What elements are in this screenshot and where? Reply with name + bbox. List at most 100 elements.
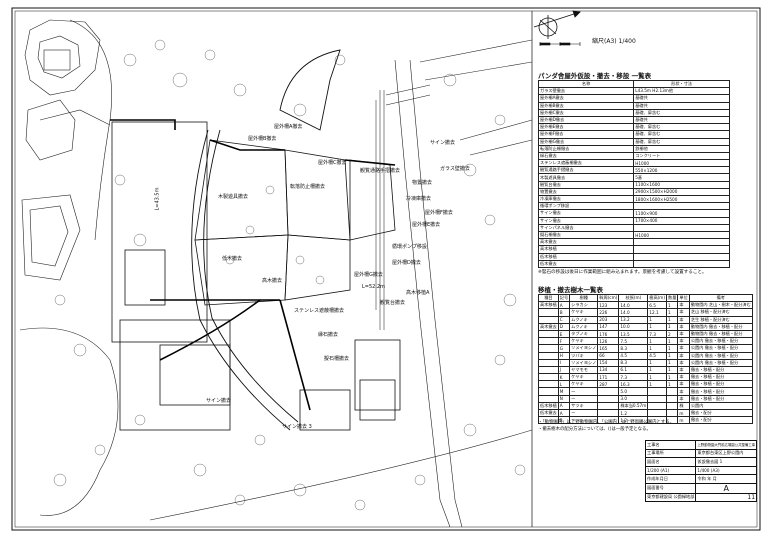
table2-cell: 本: [677, 358, 690, 367]
table2-cell: 134: [597, 365, 620, 375]
table1-cell: 高木移植: [537, 245, 635, 254]
table1-cell: サイン撤去: [537, 209, 635, 218]
table2-cell: 1: [647, 358, 668, 367]
label-fence-f: 屋外柵F撤去: [425, 210, 453, 216]
label-fence-c: 屋外柵C撤去: [318, 160, 347, 166]
table1-cell: 物置撤去: [537, 187, 635, 197]
enclosure-outline: [191, 49, 341, 431]
table2-cell: 8.3: [618, 344, 649, 353]
table1-cell: 低木撤去: [537, 259, 635, 268]
table2-cell: [666, 401, 679, 411]
table2-header-cell: 記号: [557, 293, 571, 303]
title-block: 工事名 上野動物園大門前広場園公共整備工事 工事場所 東京都台東区上野公園内 図…: [644, 440, 758, 502]
table2-cell: 低木移植: [538, 401, 559, 411]
table2-header-cell: 枝張(m): [618, 293, 649, 303]
table1-header-cell: 名称: [537, 79, 635, 89]
table-row: 屋外柵E撤去基礎、扉含む: [537, 123, 730, 132]
table2-cell: 66: [597, 351, 620, 360]
table1-cell: 屋外柵F撤去: [537, 130, 635, 139]
table2-cell: B: [557, 308, 571, 317]
table2-cell: 7.5: [618, 337, 649, 346]
table2-cell: 1: [666, 380, 679, 389]
table2-cell: 1: [666, 337, 679, 346]
table2-cell: タブノキ: [569, 329, 599, 339]
tb-scale-a: 1/200 (A1): [644, 465, 697, 475]
table2-cell: 8.3: [618, 358, 649, 367]
table2-cell: 1: [666, 301, 679, 310]
table2-cell: [538, 365, 559, 375]
table2-cell: [647, 408, 668, 418]
label-tree-b: 高木撤去: [262, 278, 283, 284]
table2-cell: 1: [666, 373, 679, 382]
table1-cell: ステンレス遮蔽柵撤去: [537, 159, 635, 168]
label-fence-a: 屋外柵A撤去: [274, 124, 303, 130]
table1-cell: 550×1200: [633, 166, 730, 175]
label-fence-g: 屋外柵G撤去: [354, 272, 383, 278]
table2-cell: [538, 358, 559, 367]
table1-cell: コンクリート: [633, 151, 730, 161]
table2-cell: F: [557, 337, 571, 346]
table2-cell: 7.3: [647, 329, 668, 339]
table1-cell: 1100×1600: [633, 180, 730, 189]
label-play: 木製遊具撤去: [218, 194, 249, 200]
table2-cell: 1: [666, 365, 679, 375]
table1-cell: [633, 202, 730, 211]
table1-cell: 循環ポンプ移設: [537, 202, 635, 211]
table2-cell: B: [557, 416, 571, 425]
fence-frames: [111, 121, 401, 431]
table2-header-cell: 単位: [677, 293, 690, 303]
table2-cell: 1: [666, 351, 679, 360]
table2-cell: 動物園内 芝山・樹木・配分済む: [688, 301, 753, 310]
table-row: 循環ポンプ移設: [537, 202, 730, 211]
table2-cell: 1: [647, 322, 668, 331]
table2-cell: 本: [677, 394, 690, 403]
table2-cell: N: [557, 394, 571, 403]
tb-sheet-no: 11: [695, 492, 758, 502]
table2-cell: 本: [677, 387, 690, 396]
table2-cell: 撤去・移植・配分: [688, 373, 753, 382]
table2-cell: 16.3: [618, 380, 649, 389]
table1-cell: H1000: [633, 159, 730, 168]
table1-cell: 低木移植: [537, 252, 635, 261]
table2-cell: 1.2: [618, 408, 649, 418]
trees: [53, 39, 526, 511]
table2-cell: 1: [666, 308, 679, 317]
table2-cell: [538, 344, 559, 353]
table2-cell: 撤去・移植・配分: [688, 394, 753, 403]
table2-cell: 動物園内 撤去・移植・配分: [688, 329, 753, 339]
table2-cell: 本: [677, 365, 690, 375]
table2-cell: 165: [597, 344, 620, 353]
table2-cell: H: [557, 351, 571, 360]
label-tree-c: 低木撤去: [222, 256, 243, 262]
table2-cell: 1: [647, 365, 668, 375]
table2-cell: A: [557, 408, 571, 418]
table-row: 屋外柵C撤去基礎、扉含む: [537, 108, 730, 117]
table1-header-cell: 形状・寸法: [633, 79, 730, 89]
table1-cell: [633, 245, 730, 254]
table2-cell: m: [677, 408, 690, 418]
label-glass: ガラス壁撤去: [440, 166, 470, 172]
label-sign: サイン撤去: [206, 398, 232, 404]
table2-cell: 5.0: [618, 387, 649, 396]
table2-cell: G: [557, 344, 571, 353]
table1-cell: 基礎共: [633, 101, 730, 110]
tb-date-label: 作成年月日: [644, 474, 697, 484]
table2-cell: E: [557, 329, 571, 339]
table-row: 屋外柵G撤去基礎、扉含む: [537, 137, 730, 146]
stone-fence-hatching: [375, 84, 431, 330]
table1-cell: 転落防止柵撤去: [537, 144, 635, 153]
table2-header-cell: 幹周(cm): [597, 293, 620, 303]
table-row: 高木撤去: [537, 238, 730, 247]
table2-cell: [538, 394, 559, 403]
table2-cell: D: [557, 322, 571, 331]
label-tree-a: 高木移植A: [406, 290, 430, 296]
tb-office: 東京都建設局 公園緑地部: [644, 492, 697, 502]
